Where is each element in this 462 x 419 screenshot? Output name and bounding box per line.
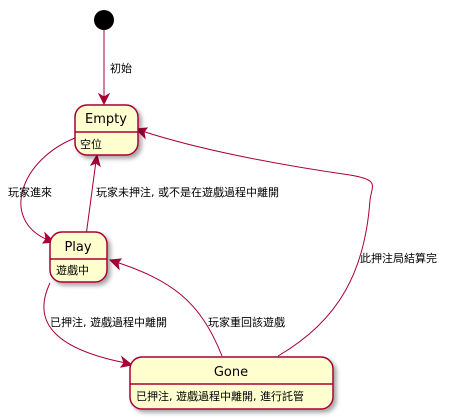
arrowhead — [108, 258, 123, 271]
edge-line — [85, 160, 97, 237]
transition-play-to-empty: 玩家未押注, 或不是在遊戲過程中離開 — [85, 153, 279, 237]
state-box — [129, 356, 334, 410]
state-name: Gone — [214, 365, 248, 380]
edge-line — [20, 137, 76, 241]
state-description: 空位 — [80, 137, 102, 151]
state-empty: Empty 空位 — [74, 104, 139, 156]
state-description: 已押注, 遊戲過程中離開, 進行託管 — [136, 389, 304, 403]
state-description: 遊戲中 — [56, 263, 89, 277]
edge-line — [141, 130, 373, 357]
state-name: Play — [64, 240, 91, 255]
edge-label: 初始 — [110, 61, 132, 75]
transition-gone-to-empty: 此押注局結算完 — [134, 127, 437, 357]
edge-label: 已押注, 遊戲過程中離開 — [50, 315, 167, 329]
edge-label: 此押注局結算完 — [360, 251, 437, 265]
transition-initial-to-empty: 初始 — [97, 30, 132, 106]
edge-line — [43, 282, 127, 364]
edge-label: 玩家進來 — [8, 185, 52, 199]
edge-line — [115, 261, 223, 357]
arrowhead — [89, 153, 101, 168]
state-play: Play 遊戲中 — [49, 231, 108, 283]
state-box — [74, 104, 139, 156]
initial-state-dot — [94, 10, 114, 30]
arrowhead — [97, 92, 111, 106]
edge-label: 玩家重回該遊戲 — [208, 315, 285, 329]
transition-gone-to-play: 玩家重回該遊戲 — [108, 258, 285, 357]
transition-empty-to-play: 玩家進來 — [8, 137, 76, 244]
state-box — [49, 231, 108, 283]
transition-play-to-gone: 已押注, 遊戲過程中離開 — [43, 282, 167, 368]
edge-label: 玩家未押注, 或不是在遊戲過程中離開 — [96, 185, 279, 199]
state-name: Empty — [85, 112, 127, 127]
state-gone: Gone 已押注, 遊戲過程中離開, 進行託管 — [129, 356, 334, 410]
arrowhead — [119, 355, 134, 368]
